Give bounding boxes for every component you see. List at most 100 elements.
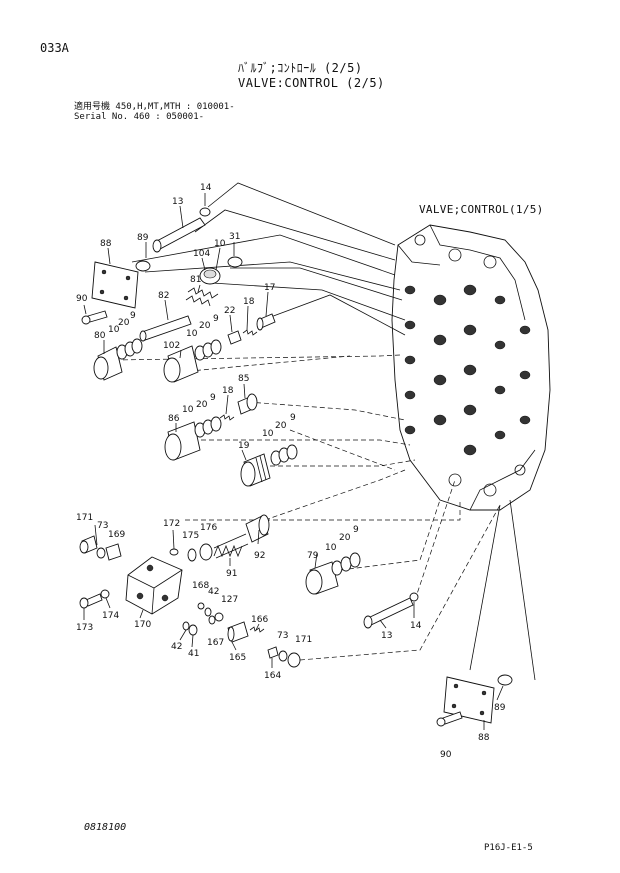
bolt-90-bottom: [436, 711, 463, 727]
oring-9c: [210, 416, 222, 432]
callout-165: 165: [229, 653, 246, 663]
oring-172: [169, 548, 179, 556]
sheet-id: P16J-E1-5: [484, 843, 533, 853]
callout-31: 31: [229, 232, 240, 242]
oring-175: [187, 548, 197, 562]
oring-174: [100, 589, 110, 599]
callout-9: 9: [290, 413, 296, 423]
callout-10: 10: [262, 429, 274, 439]
callout-20: 20: [275, 421, 287, 431]
oring-9d: [286, 444, 298, 460]
callout-17: 17: [264, 283, 275, 293]
callout-88: 88: [478, 733, 490, 743]
valve-body: [391, 224, 551, 511]
part-168: [197, 602, 205, 610]
callout-41: 41: [188, 649, 199, 659]
callout-89: 89: [137, 233, 149, 243]
plug-104: [199, 267, 221, 285]
callout-13: 13: [381, 631, 392, 641]
plug-86: [164, 421, 201, 461]
spool-165: [227, 621, 249, 643]
callout-19: 19: [238, 441, 250, 451]
spring-81: [185, 287, 219, 307]
bolt-13-bottom: [363, 597, 414, 629]
oring-42b: [182, 621, 190, 631]
callout-10: 10: [214, 239, 226, 249]
callout-9: 9: [130, 311, 136, 321]
poppet-85: [237, 393, 258, 415]
oring-14-top: [199, 207, 211, 217]
callout-10: 10: [186, 329, 198, 339]
oring-73b: [278, 650, 288, 662]
oring-89-top: [135, 260, 151, 272]
spring-18a: [242, 329, 258, 336]
callout-166: 166: [251, 615, 268, 625]
callout-14: 14: [410, 621, 422, 631]
callout-81: 81: [190, 275, 201, 285]
oring-89-bottom: [497, 674, 513, 686]
callout-82: 82: [158, 291, 169, 301]
part-167: [208, 615, 216, 625]
backup-ring-10f: [331, 560, 343, 576]
cap-171-right: [287, 652, 301, 668]
callout-176: 176: [200, 523, 217, 533]
callout-172: 172: [163, 519, 180, 529]
oring-42a: [204, 607, 212, 617]
assembly-lines: [114, 182, 536, 681]
callout-85: 85: [238, 374, 249, 384]
part-22: [227, 330, 242, 345]
part-41: [188, 624, 198, 636]
callout-168: 168: [192, 581, 209, 591]
page-code: 033A: [40, 41, 69, 55]
oring-20e: [340, 556, 352, 572]
fitting-169: [105, 543, 122, 561]
callout-174: 174: [102, 611, 119, 621]
callout-80: 80: [94, 331, 106, 341]
callout-10: 10: [108, 325, 120, 335]
cap-171-left: [79, 535, 98, 554]
callout-92: 92: [254, 551, 265, 561]
plug-92: [245, 514, 270, 543]
bolt-13-top: [152, 217, 206, 253]
oring-9a: [131, 338, 143, 354]
callout-73: 73: [97, 521, 108, 531]
callout-73: 73: [277, 631, 288, 641]
plug-79: [305, 561, 339, 595]
callout-173: 173: [76, 623, 93, 633]
spring-18b: [219, 414, 235, 421]
callout-20: 20: [199, 321, 211, 331]
callout-42: 42: [171, 642, 182, 652]
callout-42: 42: [208, 587, 219, 597]
part-164: [267, 646, 279, 659]
plug-80: [93, 346, 123, 381]
callout-89: 89: [494, 703, 506, 713]
callout-9: 9: [213, 314, 219, 324]
reference-label: VALVE;CONTROL(1/5): [419, 203, 544, 216]
serial-line-2: Serial No. 460 : 050001-: [74, 112, 205, 122]
callout-10: 10: [325, 543, 337, 553]
callout-91: 91: [226, 569, 237, 579]
callout-175: 175: [182, 531, 199, 541]
callout-79: 79: [307, 551, 319, 561]
callout-9: 9: [210, 393, 216, 403]
oring-73a: [96, 547, 106, 559]
oring-9e: [349, 552, 361, 568]
block-170: [125, 556, 183, 615]
oring-127: [214, 612, 224, 622]
callout-88: 88: [100, 239, 112, 249]
oring-31: [227, 256, 243, 268]
bolt-90-top: [81, 310, 108, 325]
callout-171: 171: [295, 635, 312, 645]
callout-13: 13: [172, 197, 183, 207]
callout-169: 169: [108, 530, 125, 540]
plug-19: [240, 453, 271, 487]
callout-102: 102: [163, 341, 180, 351]
callout-104: 104: [193, 249, 210, 259]
cover-plate-88-bottom: [443, 676, 495, 724]
callout-164: 164: [264, 671, 281, 681]
callout-10: 10: [182, 405, 194, 415]
spring-166: [249, 626, 265, 633]
spring-91: [213, 533, 249, 559]
callout-9: 9: [353, 525, 359, 535]
